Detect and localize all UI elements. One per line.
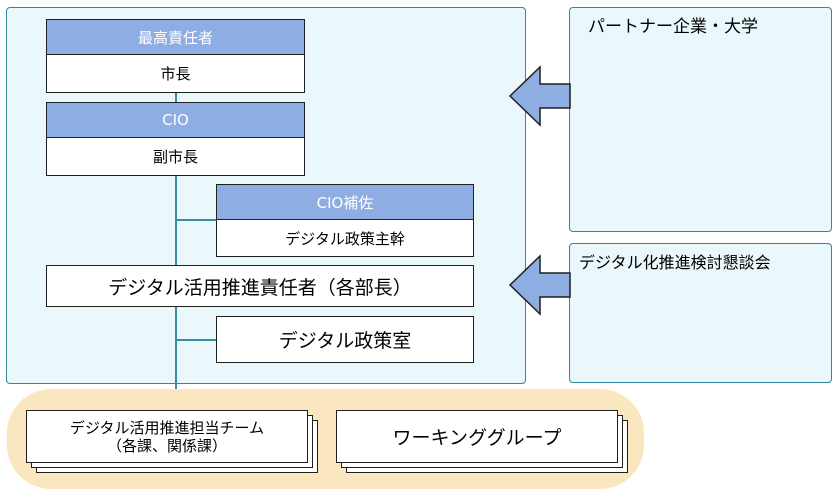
council-label: デジタル化推進検討懇談会 [579, 253, 771, 272]
partners-panel [569, 7, 832, 232]
arrow-left-icon [508, 254, 571, 316]
utilization-lead-box: デジタル活用推進責任者（各部長） [46, 265, 474, 307]
partners-label: パートナー企業・大学 [588, 17, 758, 37]
cio-assistant-header: CIO補佐 [216, 184, 474, 220]
deputy-mayor-box: 副市長 [46, 137, 305, 176]
connector-line [175, 339, 217, 341]
top-responsible-header: 最高責任者 [46, 19, 305, 55]
cio-header: CIO [46, 102, 305, 138]
connector-line [175, 92, 177, 102]
digital-policy-office-box: デジタル政策室 [216, 316, 474, 363]
promotion-team-label: デジタル活用推進担当チーム [69, 418, 265, 437]
promotion-team-sublabel: （各課、関係課） [106, 436, 227, 455]
arrow-left-icon [508, 65, 571, 127]
working-group-card: ワーキンググループ [336, 410, 618, 463]
digital-policy-chief-box: デジタル政策主幹 [216, 219, 474, 257]
promotion-team-card: デジタル活用推進担当チーム （各課、関係課） [26, 410, 308, 463]
mayor-box: 市長 [46, 54, 305, 93]
connector-line [175, 306, 177, 411]
connector-line [175, 219, 217, 221]
council-panel [569, 243, 832, 383]
